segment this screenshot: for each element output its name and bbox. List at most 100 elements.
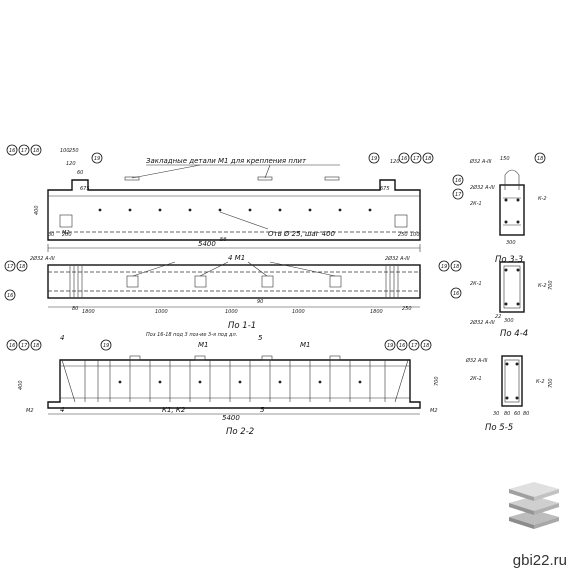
section-4-4-title: По 4-4	[500, 329, 528, 339]
gbi-logo-icon	[509, 482, 559, 529]
dim-label: 100	[410, 232, 420, 238]
embed-plate	[124, 176, 140, 181]
plan-dim: 250	[402, 306, 412, 312]
section-5-5-dim: 60	[514, 411, 520, 417]
bubble-text: 19	[441, 264, 447, 270]
bubble-text: 16	[455, 178, 461, 184]
elevation-m2-left: М2	[26, 408, 34, 414]
bubble-text: 16	[401, 156, 407, 162]
position-bubble	[368, 152, 380, 164]
plan-dim: 80	[72, 306, 78, 312]
elevation-height: 700	[434, 376, 440, 386]
bubble-text: 17	[411, 343, 418, 349]
position-bubble	[18, 144, 30, 156]
bubble-text: 19	[387, 343, 393, 349]
section-3-3-outline	[499, 184, 525, 236]
bubble-text: 16	[9, 148, 15, 154]
section-3-3-title: По 3-3	[495, 255, 523, 265]
plan-view: 4 М1 2Ø32 А-III 2Ø32 А-III 1800 1000 100…	[4, 254, 462, 331]
bubble-text: 16	[453, 291, 459, 297]
plan-end-bars-left	[69, 266, 83, 297]
section-4-4-dim: 22	[495, 314, 501, 320]
section-4-4-width: 300	[504, 318, 514, 324]
bubble-text: 19	[94, 156, 100, 162]
top-view-pocket-right	[394, 214, 408, 228]
bubble-text: 18	[33, 148, 39, 154]
embed-plate	[257, 176, 273, 181]
bubble-text: 17	[455, 192, 462, 198]
position-bubble	[6, 144, 18, 156]
top-view-note-embedded: Закладные детали М1 для крепления плит	[146, 157, 307, 165]
bubble-text: 19	[103, 343, 109, 349]
dim-label: 120	[66, 161, 76, 167]
hole-row	[98, 208, 372, 212]
section-3-3-bar-mid: 2Ø32 А-III	[470, 184, 495, 191]
top-view-mark-b: Бб	[220, 237, 227, 243]
plan-spacing: 1000	[155, 309, 168, 315]
bubble-text: 17	[413, 156, 420, 162]
plan-spacing: 1000	[225, 309, 238, 315]
dim-label: 120	[390, 159, 400, 165]
elevation-mark-m1-a: М1	[198, 341, 209, 349]
section-3-3: Ø32 А-III 2Ø32 А-III 2К-1 К-2 150 300 По…	[452, 152, 547, 265]
position-bubble	[30, 144, 42, 156]
section-4-4-bar: 2Ø32 А-III	[470, 319, 495, 326]
elevation-mark-m1-b: М1	[300, 341, 311, 349]
section-5-5-outline	[501, 355, 523, 407]
plan-note-m1: 4 М1	[228, 254, 245, 262]
section-5-5-dim: 80	[523, 411, 529, 417]
plan-spacing: 1800	[82, 309, 95, 315]
dim-label: 100	[60, 148, 70, 154]
elevation-outline	[47, 359, 421, 409]
section-mark: 4	[60, 334, 64, 342]
position-bubble	[422, 152, 434, 164]
plan-opening	[194, 275, 207, 288]
plan-spacing: 1000	[292, 309, 305, 315]
bubble-text: 18	[425, 156, 431, 162]
section-mark: 5	[260, 406, 265, 414]
dim-label: 250	[398, 232, 408, 238]
top-view-mark-m2: М2	[62, 230, 70, 236]
plan-opening	[329, 275, 342, 288]
elevation-stirrups	[84, 360, 386, 402]
bubble-text: 19	[371, 156, 377, 162]
top-view: 5400 Бб М2 Закладные детали М1 для крепл…	[6, 144, 434, 252]
elevation-length: 5400	[222, 414, 240, 422]
section-3-3-dim: 150	[500, 156, 510, 162]
section-5-5-dim: 30	[493, 411, 499, 417]
plan-bar-right: 2Ø32 А-III	[385, 255, 410, 262]
bubble-text: 17	[21, 343, 28, 349]
section-3-3-k1: 2К-1	[470, 201, 482, 207]
dim-label: 30	[48, 232, 54, 238]
section-5-5-dim: 80	[504, 411, 510, 417]
elevation-m2-right: М2	[430, 408, 438, 414]
bubble-text: 16	[7, 293, 13, 299]
section-4-4-dim: 700	[548, 280, 554, 290]
elevation-view: Поз 16-18 под 3 поз-ие 3-я под дл. М1 М1…	[6, 332, 440, 437]
elevation-note-bars: Поз 16-18 под 3 поз-ие 3-я под дл.	[146, 332, 237, 338]
embed-plate	[324, 176, 340, 181]
dim-label: 250	[69, 148, 79, 154]
bubble-text: 18	[19, 264, 25, 270]
plan-end-bars-right	[385, 266, 399, 297]
section-3-3-bar-top: Ø32 А-III	[469, 158, 492, 165]
section-5-5: Ø32 А-III 2К-1 К-2 700 30 80 60 80 По 5-…	[465, 355, 554, 433]
bubble-text: 17	[7, 264, 14, 270]
plan-spacing: 1800	[370, 309, 383, 315]
section-4-4-k2: К-2	[538, 283, 547, 289]
top-view-outline	[47, 179, 421, 241]
dim-label: 400	[34, 205, 40, 215]
section-mark: 4	[60, 406, 64, 414]
section-5-5-height: 700	[548, 378, 554, 388]
dim-label: 675	[380, 186, 390, 192]
bubble-text: 18	[33, 343, 39, 349]
section-4-4-outline	[499, 261, 525, 313]
plan-opening	[126, 275, 139, 288]
position-bubble	[410, 152, 422, 164]
plan-dim: 90	[257, 299, 263, 305]
section-5-5-k2: К-2	[536, 379, 545, 385]
top-view-length: 5400	[198, 240, 216, 248]
elevation-dim-left: 400	[18, 380, 24, 390]
section-5-5-bar: Ø32 А-III	[465, 357, 488, 364]
